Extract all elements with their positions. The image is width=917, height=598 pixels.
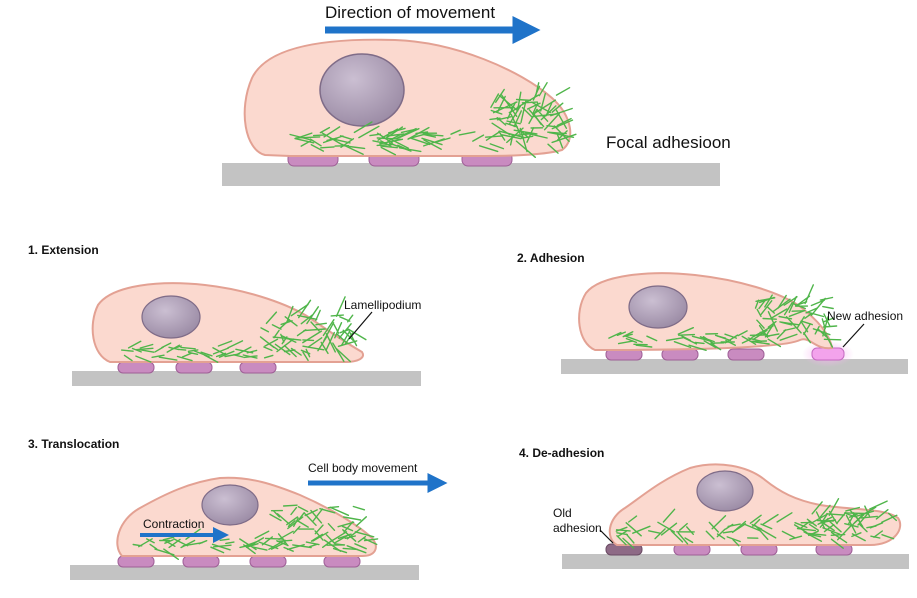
actin-filament	[695, 343, 704, 344]
old-adhesion-label-line1: Old	[553, 506, 602, 521]
step2-group	[561, 273, 908, 374]
step4-title: 4. De-adhesion	[519, 446, 604, 460]
step3-adhesion-4	[324, 556, 360, 567]
lamellipodium-label: Lamellipodium	[344, 298, 421, 312]
actin-filament	[377, 144, 393, 145]
step2-nucleus	[629, 286, 687, 328]
step2-title: 2. Adhesion	[517, 251, 585, 265]
step3-adhesion-1	[118, 556, 154, 567]
actin-filament	[824, 339, 840, 340]
step3-title: 3. Translocation	[28, 437, 119, 451]
new-adhesion	[812, 348, 844, 360]
cell-body-movement-label: Cell body movement	[308, 461, 417, 475]
step1-adhesion-3	[240, 362, 276, 373]
step4-group	[562, 464, 909, 569]
step3-nucleus	[202, 485, 258, 525]
new-adhesion-pointer	[843, 324, 864, 347]
actin-filament	[679, 335, 695, 336]
step3-adhesion-3	[250, 556, 286, 567]
actin-filament	[314, 135, 325, 136]
step1-adhesion-2	[176, 362, 212, 373]
step3-group	[70, 478, 440, 580]
actin-filament	[296, 137, 320, 138]
actin-filament	[340, 317, 350, 321]
step4-nucleus	[697, 471, 753, 511]
step2-adhesion-3	[728, 349, 764, 360]
actin-filament	[557, 88, 570, 95]
new-adhesion-label: New adhesion	[827, 309, 903, 323]
actin-filament	[303, 340, 314, 341]
actin-filament	[517, 100, 531, 101]
actin-filament	[284, 505, 297, 506]
actin-filament	[824, 326, 837, 327]
main-nucleus	[320, 54, 404, 126]
step1-adhesion-1	[118, 362, 154, 373]
actin-filament	[820, 298, 832, 301]
step4-substrate	[562, 554, 909, 569]
actin-filament	[763, 319, 776, 320]
actin-filament	[353, 507, 364, 510]
actin-filament	[870, 501, 887, 509]
actin-filament	[178, 349, 186, 350]
old-adhesion-label-line2: adhesion	[553, 521, 602, 536]
actin-filament	[321, 147, 334, 148]
contraction-label: Contraction	[143, 517, 204, 531]
direction-of-movement-label: Direction of movement	[325, 3, 495, 23]
step2-adhesion-2	[662, 349, 698, 360]
step1-title: 1. Extension	[28, 243, 99, 257]
actin-filament	[805, 285, 813, 304]
step3-adhesion-2	[183, 556, 219, 567]
step2-substrate	[561, 359, 908, 374]
main-cell-group	[222, 30, 720, 186]
step1-nucleus	[142, 296, 200, 338]
focal-adhesion-label: Focal adhesioon	[606, 133, 731, 153]
step4-cell-body	[610, 464, 900, 545]
old-adhesion-label: Old adhesion	[553, 506, 602, 536]
actin-filament	[356, 517, 366, 526]
